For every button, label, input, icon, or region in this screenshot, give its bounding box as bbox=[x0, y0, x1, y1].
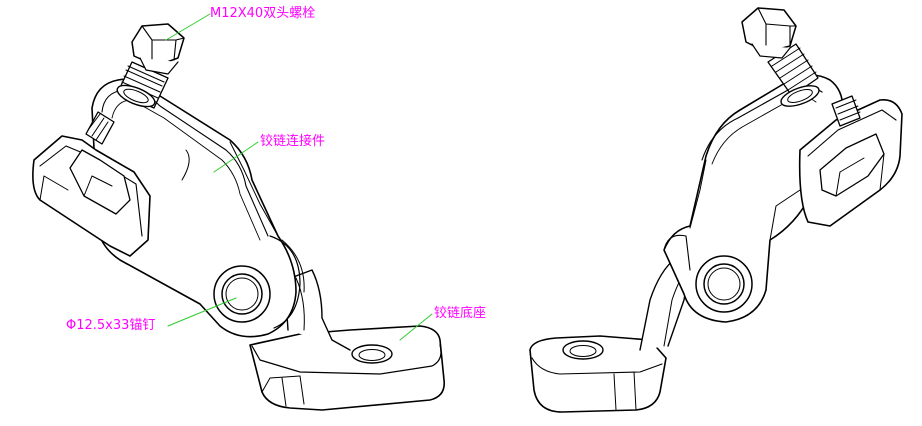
stud-bolt-label: M12X40双头螺栓 bbox=[210, 6, 316, 21]
hinge-connector-label: 铰链连接件 bbox=[260, 134, 326, 149]
left-hinge-base bbox=[249, 269, 446, 411]
left-hinge-assembly bbox=[32, 23, 446, 411]
right-anchor-nail bbox=[695, 255, 753, 313]
left-hex-nut bbox=[131, 23, 185, 75]
hinge-base-label: 铰链底座 bbox=[434, 306, 487, 321]
leader-stud-bolt bbox=[165, 13, 211, 41]
leader-hinge-connector bbox=[213, 141, 259, 173]
anchor-nail-label: Φ12.5x33锚钉 bbox=[66, 318, 156, 333]
leader-hinge-base bbox=[399, 313, 433, 341]
right-hinge-assembly bbox=[529, 7, 903, 413]
right-hex-nut bbox=[741, 7, 797, 59]
left-clamp-block bbox=[32, 135, 151, 257]
left-stud-bolt bbox=[85, 61, 169, 145]
right-clamp-block bbox=[798, 98, 903, 227]
left-anchor-nail bbox=[213, 265, 271, 323]
right-hinge-base bbox=[529, 257, 691, 413]
leader-anchor-nail bbox=[167, 297, 237, 327]
leader-lines bbox=[165, 13, 433, 341]
